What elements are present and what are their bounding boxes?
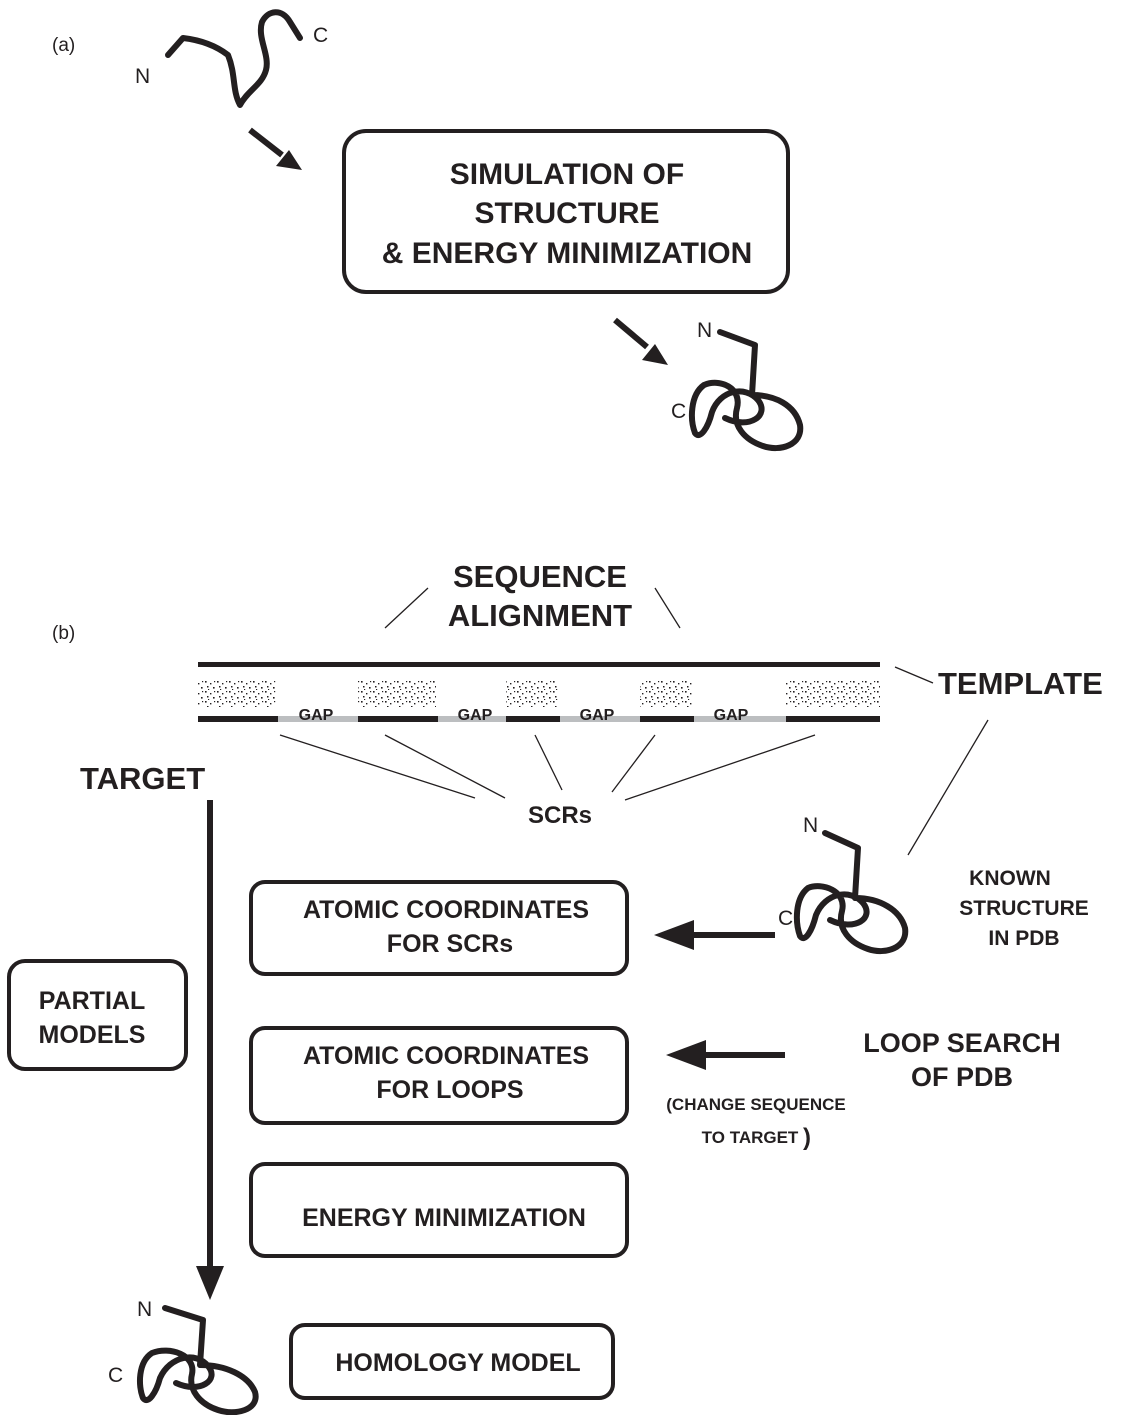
arrow-out-of-simulation <box>613 317 668 365</box>
energy-minimization-box <box>249 1162 629 1258</box>
folded-c-label: C <box>671 400 686 423</box>
alignment-pointer-right <box>654 587 681 629</box>
panel-b: (b) SEQUENCE ALIGNMENT GAP GAP GAP <box>7 559 1103 1415</box>
loop-coordinates-line-1: ATOMIC COORDINATES <box>303 1042 589 1070</box>
scr-coordinates-line-2: FOR SCRs <box>387 930 513 958</box>
scr-block <box>786 681 880 707</box>
folded-n-label: N <box>697 319 712 342</box>
target-scr-segment <box>640 716 694 722</box>
template-label: TEMPLATE <box>938 666 1103 701</box>
gap-label: GAP <box>458 707 493 724</box>
known-structure-icon <box>793 830 909 955</box>
scr-block <box>198 681 276 707</box>
target-scr-segment <box>358 716 438 722</box>
panel-a-label: (a) <box>52 35 75 56</box>
scrs-label: SCRs <box>528 802 592 829</box>
alignment-strip: GAP GAP GAP GAP <box>198 662 880 724</box>
scr-coordinates-line-1: ATOMIC COORDINATES <box>303 896 589 924</box>
loop-search-line-1: LOOP SEARCH <box>863 1028 1061 1058</box>
homology-c-label: C <box>108 1364 123 1387</box>
scr-coordinates-box <box>249 880 629 976</box>
change-sequence-close-paren: ) <box>803 1124 811 1151</box>
change-sequence-line-1: (CHANGE SEQUENCE <box>666 1095 845 1114</box>
loop-coordinates-line-2: FOR LOOPS <box>376 1076 523 1104</box>
target-gap-segment <box>560 716 640 722</box>
arrow-known-structure-to-scrs <box>654 920 775 950</box>
target-gap-segment <box>438 716 506 722</box>
gap-label: GAP <box>714 707 749 724</box>
target-scr-segment <box>506 716 560 722</box>
partial-models-box <box>7 959 188 1071</box>
known-structure-caption-3: IN PDB <box>988 927 1059 950</box>
scr-block <box>640 681 692 707</box>
simulation-box <box>342 129 790 294</box>
target-gap-segment <box>278 716 358 722</box>
partial-models-line-1: PARTIAL <box>39 987 145 1015</box>
partial-models-line-2: MODELS <box>39 1021 146 1049</box>
target-label: TARGET <box>80 761 205 796</box>
panel-b-label: (b) <box>52 623 75 644</box>
gap-label: GAP <box>580 707 615 724</box>
known-structure-n-label: N <box>803 814 818 837</box>
homology-model-label: HOMOLOGY MODEL <box>335 1349 580 1377</box>
template-sequence-bar <box>198 662 880 667</box>
scr-block <box>506 681 558 707</box>
target-scr-segment <box>786 716 880 722</box>
simulation-line-1: SIMULATION OF <box>450 158 684 191</box>
arrow-into-simulation <box>248 127 302 170</box>
alignment-title-line-2: ALIGNMENT <box>448 598 632 633</box>
target-scr-segment <box>198 716 278 722</box>
loop-coordinates-box <box>249 1026 629 1125</box>
gap-label: GAP <box>299 707 334 724</box>
template-structure-pointer <box>907 719 989 856</box>
chain-c-label: C <box>313 24 328 47</box>
change-sequence-line-2: TO TARGET <box>702 1128 799 1147</box>
energy-minimization-label: ENERGY MINIMIZATION <box>302 1204 586 1232</box>
unfolded-chain-icon <box>165 9 303 108</box>
template-pointer <box>894 666 934 684</box>
simulation-line-3: & ENERGY MINIMIZATION <box>382 237 753 270</box>
alignment-pointer-left <box>384 587 429 629</box>
target-arrow <box>196 800 224 1300</box>
known-structure-caption-1: KNOWN <box>969 867 1051 890</box>
chain-n-label: N <box>135 65 150 88</box>
folded-structure-icon <box>688 329 804 452</box>
arrow-loop-search-to-loops <box>666 1040 785 1070</box>
known-structure-caption-2: STRUCTURE <box>959 897 1089 920</box>
scr-block <box>358 681 436 707</box>
scrs-pointer-lines <box>279 734 816 801</box>
loop-search-line-2: OF PDB <box>911 1062 1013 1092</box>
simulation-line-2: STRUCTURE <box>475 197 660 230</box>
homology-model-box <box>289 1323 615 1400</box>
homology-model-structure-icon <box>136 1305 259 1415</box>
alignment-title-line-1: SEQUENCE <box>453 559 627 594</box>
known-structure-c-label: C <box>778 907 793 930</box>
panel-a: (a) N C SIMULATION OF STRUCTURE & ENERGY… <box>52 9 804 452</box>
homology-n-label: N <box>137 1298 152 1321</box>
target-gap-segment <box>694 716 786 722</box>
